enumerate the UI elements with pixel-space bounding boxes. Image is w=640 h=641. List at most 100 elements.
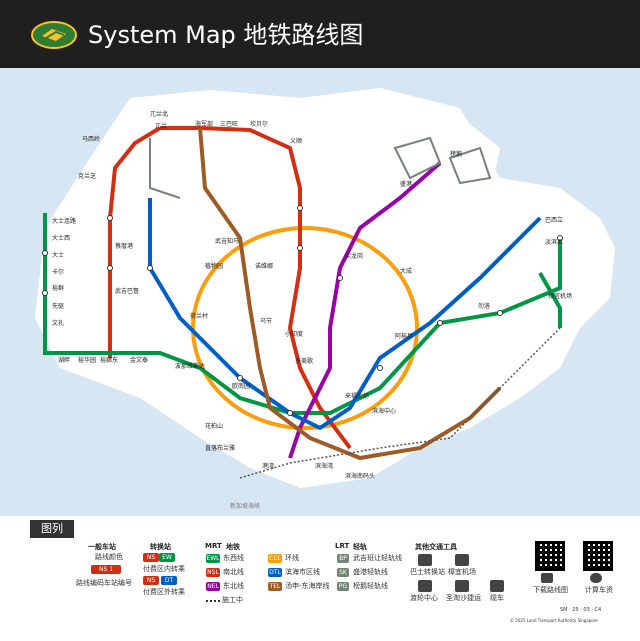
station-label[interactable]: 武吉巴督 <box>115 287 139 295</box>
station-dot <box>337 275 343 281</box>
lrt-code-badge: PG <box>337 582 349 591</box>
station-label[interactable]: 来福士坊 <box>345 392 369 400</box>
station-label[interactable]: 滨海湾 <box>315 462 333 470</box>
download-icon <box>541 573 553 583</box>
lrt-name-label: 榜鹅轻轨线 <box>353 582 388 590</box>
sentosa-express-icon <box>455 580 469 592</box>
station-label[interactable]: 坎贝尔 <box>250 120 268 128</box>
line-code-badge: NEL <box>206 582 220 591</box>
station-label[interactable]: 滨海中心 <box>372 407 396 415</box>
line-code-label: 路线编码 <box>76 579 104 587</box>
legend-panel: 图列 一般车站 路线颜色 NS 1 路线编码 车站编号 转换站 NS 24 EW… <box>0 515 640 641</box>
station-label[interactable]: 蔡厝港 <box>115 242 133 250</box>
station-dot <box>497 310 503 316</box>
station-label[interactable]: 克兰芝 <box>78 172 96 180</box>
station-label[interactable]: 直落布兰雅 <box>205 444 235 452</box>
line-color-label: 路线颜色 <box>95 553 123 561</box>
water-label: 新加坡海峡 <box>230 502 260 510</box>
station-label[interactable]: 勿洛 <box>478 302 490 310</box>
station-label[interactable]: 兀兰北 <box>150 110 168 118</box>
station-label[interactable]: 大成 <box>400 267 412 275</box>
station-label[interactable]: 义顺 <box>290 138 302 145</box>
station-label[interactable]: 诺维娜 <box>255 262 273 270</box>
qr-label: 下载路线图 <box>533 586 568 594</box>
nsl-line <box>108 126 352 450</box>
map-canvas[interactable]: 新加坡海峡 兀兰北 兀兰 海军 <box>0 68 640 515</box>
station-label[interactable]: 花柏山 <box>205 422 223 430</box>
station-label[interactable]: 卡尔 <box>52 268 64 276</box>
qr-label: 计算车资 <box>585 586 613 594</box>
paid-transfer-label: 付费区内转乘 <box>143 565 185 573</box>
ccl-line <box>191 226 419 430</box>
station-label[interactable]: 裕群 <box>52 284 64 292</box>
station-label[interactable]: 巴西立 <box>545 216 563 224</box>
nel-line <box>288 161 442 459</box>
station-label[interactable]: 荷兰村 <box>190 312 208 320</box>
transport-label: 渡轮中心 <box>410 594 438 602</box>
station-label[interactable]: 欧南园 <box>232 382 250 390</box>
station-label[interactable]: 三巴旺 <box>220 121 238 128</box>
station-label[interactable]: 盛港 <box>400 180 412 188</box>
station-markers[interactable] <box>42 205 563 416</box>
station-label[interactable]: 大士 <box>52 251 64 259</box>
general-station-title: 一般车站 <box>88 543 116 551</box>
station-label[interactable]: 大士连路 <box>52 217 76 225</box>
lrt-name-label: 盛港轻轨线 <box>353 568 388 576</box>
station-label[interactable]: 先驱 <box>52 302 64 310</box>
line-code-badge: TEL <box>268 582 282 591</box>
station-label[interactable]: 榜鹅 <box>450 150 462 158</box>
station-dot <box>237 375 243 381</box>
station-label[interactable]: 文礼 <box>52 319 64 327</box>
tel-line <box>198 127 502 461</box>
station-label[interactable]: 乌节 <box>260 317 272 325</box>
airport-icon <box>455 554 469 566</box>
mrt-title-en: MRT <box>205 542 222 550</box>
station-label[interactable]: 实龙岗 <box>345 252 363 260</box>
station-label[interactable]: 裕廊东 <box>100 356 118 364</box>
lrt-title: 轻轨 <box>353 543 367 551</box>
station-dot <box>107 215 113 221</box>
line-code-badge: EWL <box>206 554 220 563</box>
pg-lrt-line <box>448 146 492 185</box>
station-label[interactable]: 波那维斯达 <box>175 362 205 370</box>
interchange-badge: NS 21 <box>143 576 159 593</box>
transport-label: 缆车 <box>490 594 504 602</box>
interchange-badge: DT 11 <box>161 576 177 593</box>
line-code-badge: DTL <box>268 568 282 577</box>
fare-calculator-icon <box>590 573 602 583</box>
bus-interchange-icon <box>418 554 432 566</box>
station-label[interactable]: 裕华园 <box>78 356 96 364</box>
footer-code: SM · 25 · 03 · C4 <box>560 607 602 613</box>
lta-logo-icon[interactable] <box>30 20 78 50</box>
interchange-badge: NS 24 <box>143 553 159 570</box>
station-number-label: 车站编号 <box>104 579 132 587</box>
station-label[interactable]: 马西岭 <box>82 135 100 143</box>
system-map[interactable]: 新加坡海峡 兀兰北 兀兰 海军 <box>0 68 640 515</box>
station-label[interactable]: 湖畔 <box>58 356 70 364</box>
lrt-code-badge: SK <box>337 568 349 577</box>
station-label[interactable]: 阿裕尼 <box>395 332 413 340</box>
cable-car-icon <box>490 580 504 592</box>
station-label[interactable]: 多美歌 <box>295 357 313 365</box>
station-dot <box>42 290 48 296</box>
download-qr-code[interactable] <box>535 541 565 571</box>
station-label[interactable]: 兀兰 <box>155 122 167 130</box>
construction-marker <box>206 600 220 602</box>
interchange-badge: EW 24 <box>159 553 175 570</box>
copyright: © 2025 Land Transport Authority Singapor… <box>510 618 598 623</box>
transport-label: 樟宜机场 <box>448 568 476 576</box>
fare-qr-code[interactable] <box>583 541 613 571</box>
station-label[interactable]: 滨海南码头 <box>345 472 375 480</box>
station-label[interactable]: 武吉知马 <box>215 237 239 245</box>
station-dot <box>42 250 48 256</box>
transport-label: 圣淘沙捷运 <box>446 594 481 602</box>
page-title: System Map 地铁路线图 <box>88 21 364 49</box>
station-label[interactable]: 樟宜机场 <box>548 292 572 300</box>
station-label[interactable]: 植物园 <box>205 262 223 270</box>
station-label[interactable]: 小印度 <box>285 330 303 338</box>
station-label[interactable]: 大士西 <box>52 234 70 242</box>
station-label[interactable]: 港湾 <box>262 462 274 470</box>
station-label[interactable]: 海军部 <box>195 120 213 128</box>
station-label[interactable]: 金文泰 <box>130 356 148 364</box>
station-label[interactable]: 淡滨尼 <box>545 238 563 246</box>
